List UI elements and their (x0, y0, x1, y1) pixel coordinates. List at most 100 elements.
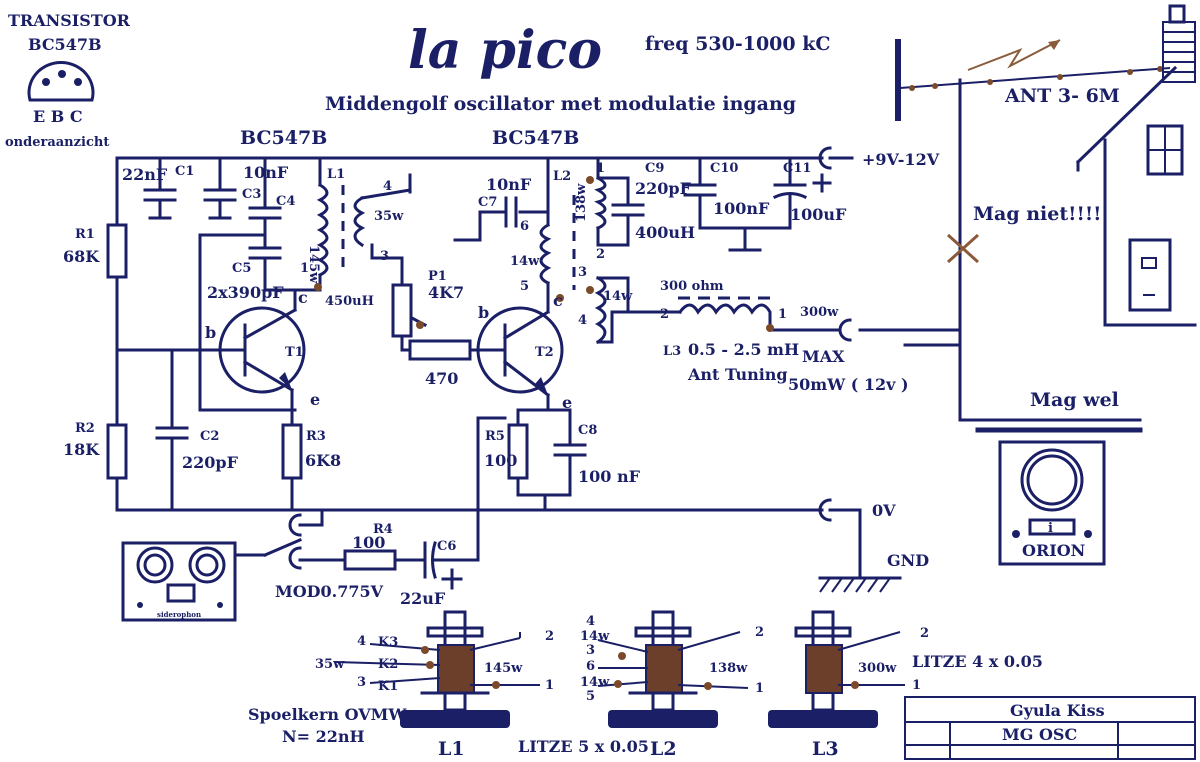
p1-label: P1 (428, 269, 447, 284)
house-icon (1075, 4, 1197, 327)
l2-pin-2: 2 (596, 247, 605, 262)
t1-name: T1 (285, 345, 304, 360)
c1-capacitor-icon (143, 188, 177, 220)
r5-val: 100 (484, 451, 517, 470)
c10-val: 100nF (713, 199, 770, 218)
c7-val: 10nF (486, 175, 532, 194)
c6-capacitor-icon (423, 541, 463, 590)
c9-capacitor-icon (611, 203, 645, 217)
c6-val: 22uF (400, 589, 446, 608)
r3-label: R3 (306, 429, 326, 444)
l1-coil-former-icon (400, 610, 510, 728)
c5-val: 2x390pF (207, 283, 284, 302)
r5-label: R5 (485, 429, 505, 444)
radio-wave-icon (967, 39, 1061, 71)
inductance-note: N= 22nH (282, 727, 365, 746)
l3-coil-former-icon (768, 610, 878, 728)
l1-label: L1 (327, 167, 345, 182)
recorder-label: siderophon (157, 610, 201, 619)
forbidden-x-icon (946, 233, 980, 264)
l2-turns: 138w (574, 183, 589, 222)
link-pin-4: 4 (383, 179, 392, 194)
t1-part-label: BC547B (240, 127, 327, 149)
r2-resistor-icon (106, 423, 128, 480)
max-label: MAX (802, 347, 845, 366)
l2-tap-turns: 14w (510, 254, 540, 269)
pinout-icon (27, 61, 95, 102)
r4-label: R4 (373, 522, 393, 537)
t1-base-pin: b (205, 323, 216, 342)
r1-val: 68K (63, 247, 100, 266)
title-block-drawing: MG OSC (1002, 725, 1077, 744)
l1-pin-1: 1 (300, 261, 309, 276)
c5-label: C5 (232, 261, 251, 276)
r470-resistor-icon (408, 339, 472, 361)
l2-secondary-coil-icon (594, 275, 607, 345)
r4-resistor-icon (343, 549, 397, 571)
r4-val: 100 (352, 533, 385, 552)
former-l2-caption: L2 (650, 738, 677, 760)
coil-l1-turns-b: 145w (484, 661, 523, 676)
c2-label: C2 (200, 429, 219, 444)
t2-emitter-pin: e (562, 393, 572, 412)
coil-l2-turns-c: 14w (580, 675, 610, 690)
coil-l2-pin-1: 1 (755, 681, 764, 696)
transistor-type: BC547B (28, 35, 101, 54)
tap-dots (314, 176, 774, 332)
c11-val: 100uF (790, 205, 847, 224)
title-block-author: Gyula Kiss (1010, 701, 1105, 720)
coil-l3-turns: 300w (858, 661, 897, 676)
former-l3-caption: L3 (812, 738, 839, 760)
antenna-icon (895, 39, 1171, 121)
zero-volt-label: 0V (872, 501, 896, 520)
coil-l1-pin-2: 2 (545, 629, 554, 644)
l3-pin-1: 1 (778, 307, 787, 322)
r3-resistor-icon (281, 423, 303, 480)
c11-capacitor-icon (773, 173, 832, 199)
l3-coil-icon (677, 296, 772, 332)
antenna-label: ANT 3- 6M (1004, 85, 1120, 107)
l2-value: 400uH (635, 223, 695, 242)
coil-k2: K2 (378, 657, 398, 672)
r5-resistor-icon (507, 423, 529, 480)
c5-capacitor-icon (248, 246, 282, 292)
l1-value: 450uH (325, 294, 374, 309)
subtitle: Middengolf oscillator met modulatie inga… (325, 93, 796, 115)
mod-label: MOD0.775V (275, 582, 384, 601)
coil-l2-pin-5: 5 (586, 689, 595, 704)
c2-capacitor-icon (155, 426, 189, 440)
ohm-300: 300 ohm (660, 279, 724, 294)
c7-label: C7 (478, 195, 497, 210)
coil-l2-turns-b: 138w (709, 661, 748, 676)
radio-name: ORION (1022, 541, 1085, 560)
r3-val: 6K8 (305, 451, 341, 470)
ground-jack-icon (818, 498, 862, 522)
l2-primary-coil-icon (594, 175, 607, 230)
t1-transistor-icon (218, 306, 306, 394)
tape-recorder-icon (121, 541, 237, 622)
title-block (904, 696, 1196, 760)
c4-label: C4 (276, 194, 295, 209)
c2-val: 220pF (182, 453, 239, 472)
r2-label: R2 (75, 421, 95, 436)
c9-label: C9 (645, 161, 664, 176)
t1-emitter-pin: e (310, 390, 320, 409)
litze-5: LITZE 5 x 0.05 (518, 737, 649, 756)
l1-turns: 145w (306, 245, 321, 284)
c1-val: 22nF (122, 165, 168, 184)
t2-part-label: BC547B (492, 127, 579, 149)
r1-resistor-icon (106, 223, 128, 279)
coil-l3-pin-2: 2 (920, 626, 929, 641)
supply-label: +9V-12V (862, 150, 940, 169)
spoelkern-label: Spoelkern OVMW (248, 705, 407, 724)
mod-jack-icon (288, 513, 302, 570)
c10-label: C10 (710, 161, 738, 176)
c3-val: 10nF (243, 163, 289, 182)
link-pin-3: 3 (380, 249, 389, 264)
c9-val: 220pF (635, 179, 692, 198)
t2-name: T2 (535, 345, 554, 360)
t2-base-pin: b (478, 303, 489, 322)
t2-collector-pin: c (553, 291, 563, 310)
